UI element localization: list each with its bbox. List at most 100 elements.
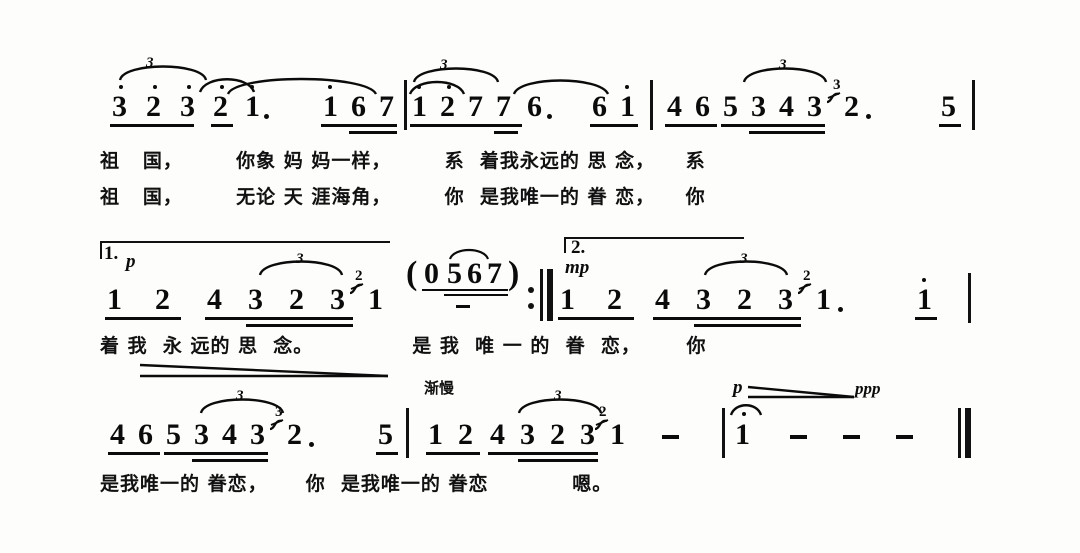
note: 1 bbox=[368, 283, 383, 316]
pickup-parenthesis-open: ( bbox=[406, 255, 418, 292]
note: 1 bbox=[735, 418, 750, 451]
triplet-bracket-m7 bbox=[199, 398, 285, 414]
lyrics-line: 着 我 永 远的 思 念。 是 我 唯 一 的 眷 恋， 你 bbox=[100, 335, 707, 357]
note: 5 bbox=[166, 418, 181, 451]
note: 3 bbox=[180, 90, 195, 123]
note: 7 bbox=[379, 90, 394, 123]
grace-slash-icon bbox=[269, 419, 284, 431]
octave-dot-high bbox=[250, 85, 254, 89]
note: 2 bbox=[607, 283, 622, 316]
grace-note: 3 bbox=[275, 404, 283, 420]
triplet-bracket-m4 bbox=[258, 260, 344, 276]
lyrics-line: 祖 国， 你象 妈 妈一样， 系 着我永远的 思 念， 系 bbox=[100, 150, 706, 172]
repeat-barline-thin bbox=[540, 269, 543, 321]
note: 5 bbox=[378, 418, 393, 451]
octave-dot-high bbox=[328, 85, 332, 89]
augmentation-dot bbox=[264, 114, 269, 119]
slur-pickup bbox=[448, 248, 490, 260]
lyrics-line: 是我唯一的 眷恋， 你 是我唯一的 眷恋 嗯。 bbox=[100, 473, 613, 495]
final-barline-thin bbox=[958, 408, 961, 458]
repeat-dot bbox=[528, 287, 534, 293]
beam-line bbox=[558, 317, 634, 320]
note: 4 bbox=[110, 418, 125, 451]
note: 3 bbox=[520, 418, 535, 451]
volta-hook bbox=[100, 241, 102, 259]
system-2: 1. p 3 1 2 4 3 2 3 2 1 ( 0 5 6 7 ) bbox=[0, 225, 1080, 378]
slur-m2-b bbox=[512, 79, 610, 95]
barline bbox=[406, 408, 409, 458]
beam-line bbox=[444, 294, 508, 296]
beam-line bbox=[349, 131, 397, 134]
note: 3 bbox=[807, 90, 822, 123]
note: 0 bbox=[424, 257, 439, 290]
beam-line bbox=[321, 124, 397, 127]
grace-slash-icon bbox=[349, 283, 364, 295]
note: 2 bbox=[440, 90, 455, 123]
note: 2 bbox=[737, 283, 752, 316]
note: 1 bbox=[560, 283, 575, 316]
volta-label-2: 2. bbox=[571, 237, 586, 258]
barline bbox=[404, 80, 407, 130]
note: 6 bbox=[592, 90, 607, 123]
beam-line bbox=[721, 124, 825, 127]
note: 3 bbox=[696, 283, 711, 316]
beam-line bbox=[205, 317, 353, 320]
note: 1 bbox=[412, 90, 427, 123]
octave-dot-high bbox=[625, 85, 629, 89]
octave-dot-high bbox=[742, 412, 746, 416]
note: 1 bbox=[428, 418, 443, 451]
triplet-bracket-m1 bbox=[118, 65, 208, 81]
note: 4 bbox=[222, 418, 237, 451]
beam-line bbox=[164, 452, 268, 455]
volta-hook bbox=[564, 237, 566, 253]
triplet-number: 3 bbox=[146, 55, 154, 71]
dynamic-p: p bbox=[126, 251, 136, 272]
beam-line bbox=[108, 452, 160, 455]
final-barline-thick bbox=[965, 408, 971, 458]
beam-line bbox=[426, 452, 480, 455]
beam-line bbox=[246, 324, 353, 327]
note: 6 bbox=[467, 257, 482, 290]
note: 4 bbox=[779, 90, 794, 123]
diminuendo-hairpin bbox=[139, 363, 389, 378]
grace-slash-icon bbox=[797, 283, 812, 295]
note: 6 bbox=[138, 418, 153, 451]
octave-dot-high bbox=[153, 85, 157, 89]
pickup-parenthesis-close: ) bbox=[508, 255, 520, 292]
beam-line bbox=[376, 452, 398, 455]
slur-m1-b bbox=[226, 77, 378, 95]
triplet-bracket-m6 bbox=[703, 260, 789, 276]
triplet-bracket-m3 bbox=[742, 67, 828, 83]
note: 3 bbox=[194, 418, 209, 451]
triplet-number: 3 bbox=[740, 251, 748, 267]
triplet-number: 3 bbox=[554, 388, 562, 404]
dynamic-p: p bbox=[733, 377, 743, 398]
note: 4 bbox=[207, 283, 222, 316]
barline bbox=[722, 408, 725, 458]
grace-slash-icon bbox=[826, 92, 841, 104]
note: 2 bbox=[289, 283, 304, 316]
augmentation-dot bbox=[838, 307, 843, 312]
rest-dash bbox=[790, 435, 807, 439]
octave-dot-high bbox=[417, 85, 421, 89]
beam-line bbox=[518, 459, 598, 462]
fermata-icon bbox=[729, 404, 763, 416]
octave-dot-high bbox=[447, 85, 451, 89]
beam-line bbox=[694, 324, 801, 327]
note: 5 bbox=[941, 90, 956, 123]
note: 2 bbox=[458, 418, 473, 451]
note: 3 bbox=[580, 418, 595, 451]
triplet-bracket-m2 bbox=[412, 67, 500, 83]
repeat-barline-thick bbox=[547, 269, 553, 321]
lyrics-line: 祖 国， 无论 天 涯海角， 你 是我唯一的 眷 恋， 你 bbox=[100, 186, 706, 208]
dynamic-mp: mp bbox=[565, 257, 590, 278]
note: 7 bbox=[468, 90, 483, 123]
barline bbox=[972, 80, 975, 130]
volta-line bbox=[564, 237, 744, 239]
augmentation-dot bbox=[866, 114, 871, 119]
note: 6 bbox=[695, 90, 710, 123]
beam-line bbox=[665, 124, 717, 127]
beam-line bbox=[110, 124, 194, 127]
triplet-number: 3 bbox=[236, 388, 244, 404]
beam-line bbox=[590, 124, 638, 127]
